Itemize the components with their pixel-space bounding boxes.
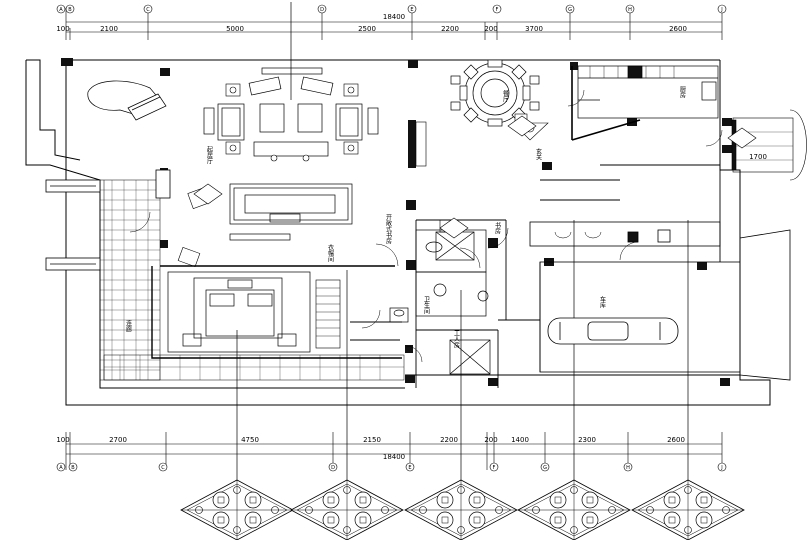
detail-symbol-4 (517, 479, 631, 540)
living-room-furniture (203, 67, 379, 157)
grand-piano (87, 80, 167, 121)
central-wall (408, 120, 427, 168)
bottom-dim-6: 200 (484, 436, 497, 444)
axis-label-top-8: H (628, 7, 632, 13)
top-dim-4: 2500 (358, 25, 376, 33)
closet-label: 衣帽间 (327, 243, 334, 263)
detail-symbol-1 (180, 479, 294, 540)
bottom-total-dimension: 18400 (383, 453, 405, 461)
wardrobe (315, 279, 341, 349)
bottom-dim-8: 2300 (578, 436, 596, 444)
axis-label-bottom-2: B (71, 465, 75, 471)
top-dim-5: 2200 (441, 25, 459, 33)
detail-symbol-3 (404, 479, 518, 540)
bottom-dimension-chain (65, 432, 723, 470)
axis-label-top-5: E (410, 7, 413, 13)
axis-label-bottom-7: G (543, 465, 547, 471)
axis-label-bottom-1: A (59, 465, 63, 471)
detail-symbol-2 (290, 479, 404, 540)
bottom-dim-4: 2150 (363, 436, 381, 444)
top-total-dimension: 18400 (383, 13, 405, 21)
axis-label-bottom-3: C (161, 465, 165, 471)
veranda-label: 连廊 (125, 319, 132, 333)
left-terrace (99, 179, 405, 381)
top-dim-6: 200 (484, 25, 497, 33)
exterior-walls (25, 59, 771, 406)
axis-label-bottom-5: E (408, 465, 411, 471)
detail-symbol-row (180, 479, 745, 540)
grid-axis-lines (236, 2, 689, 520)
axis-label-bottom-6: F (493, 465, 496, 471)
top-dim-3: 5000 (226, 25, 244, 33)
garage-label: 车库 (599, 295, 606, 309)
bedroom-wall (151, 265, 402, 359)
axis-label-top-1: A (59, 7, 63, 13)
bottom-dim-7: 1400 (511, 436, 529, 444)
axis-label-top-9: J (720, 7, 722, 13)
detail-symbol-5 (631, 479, 745, 540)
top-axis-markers (56, 4, 727, 14)
laundry-label: 工人房 (453, 330, 460, 349)
bathroom (389, 229, 489, 323)
top-dim-8: 2600 (669, 25, 687, 33)
reading-rug (229, 183, 353, 241)
kitchen (577, 65, 719, 119)
axis-label-top-2: B (68, 7, 72, 13)
bottom-dim-9: 2600 (667, 436, 685, 444)
axis-label-top-3: C (146, 7, 150, 13)
lamp-tables (225, 83, 359, 162)
left-stair-blocks (45, 169, 171, 271)
master-bedroom (167, 271, 311, 353)
kitchen-label: 厨房 (679, 86, 686, 99)
kitchen-partition (571, 66, 641, 141)
right-stair (731, 109, 807, 181)
top-dim-7: 3700 (525, 25, 543, 33)
bottom-axis-markers (56, 462, 727, 472)
elevation-markers (193, 115, 757, 239)
top-dimension-chain (65, 8, 723, 40)
living-room-label: 起居厅 (206, 145, 213, 164)
bottom-dim-3: 4750 (241, 436, 259, 444)
stair-width-dimension: 1700 (749, 153, 767, 161)
garage (529, 221, 791, 381)
door-swings (129, 89, 723, 363)
entrance-label: 玄关 (535, 147, 542, 161)
interior-partitions (350, 164, 721, 388)
bottom-dim-1: 100 (56, 436, 69, 444)
bottom-dim-2: 2700 (109, 436, 127, 444)
axis-label-top-7: G (568, 7, 572, 13)
open-study-label: 开敞式书房 (385, 214, 392, 245)
axis-label-top-4: D (320, 7, 324, 13)
bath-label: 卫生间 (423, 296, 430, 315)
reading-chairs (177, 187, 453, 268)
bottom-dim-5: 2200 (440, 436, 458, 444)
axis-label-bottom-8: H (626, 465, 630, 471)
top-dim-2: 2100 (100, 25, 118, 33)
axis-label-bottom-9: J (720, 465, 722, 471)
axis-label-bottom-4: D (331, 465, 335, 471)
axis-label-top-6: F (496, 7, 499, 13)
top-dim-1: 100 (56, 25, 69, 33)
dining-room-label: 餐厅 (502, 89, 509, 102)
study-label: 书房 (494, 221, 501, 235)
laundry-room (449, 339, 491, 375)
car (547, 317, 679, 345)
